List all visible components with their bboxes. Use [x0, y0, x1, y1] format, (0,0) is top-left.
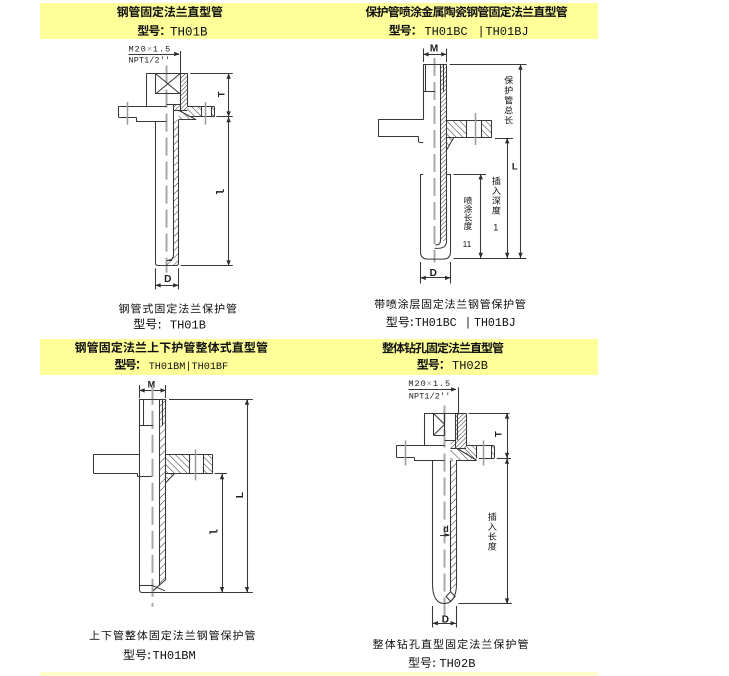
svg-text:l: l — [216, 188, 228, 195]
svg-text::: : — [431, 657, 438, 671]
svg-text:D: D — [164, 274, 171, 285]
svg-text::: : — [408, 316, 415, 330]
svg-text:l: l — [210, 528, 222, 535]
svg-text:L: L — [235, 492, 246, 498]
svg-text:D: D — [442, 614, 449, 625]
svg-text::: : — [146, 649, 153, 663]
svg-text:TH01BJ: TH01BJ — [474, 317, 516, 330]
svg-text:NPT1/2'': NPT1/2'' — [409, 392, 451, 402]
svg-text:|: | — [478, 25, 485, 39]
svg-text:|: | — [465, 317, 472, 330]
svg-text:M: M — [148, 379, 156, 389]
svg-text:T: T — [493, 431, 504, 437]
svg-text:TH01B: TH01B — [170, 25, 208, 39]
svg-text:TH01BM|TH01BF: TH01BM|TH01BF — [149, 361, 228, 373]
svg-text:M: M — [430, 44, 438, 55]
svg-text:M20×1.5: M20×1.5 — [408, 379, 451, 389]
svg-text:TH01BC: TH01BC — [415, 317, 457, 330]
svg-text:TH01BC: TH01BC — [424, 25, 467, 39]
svg-text:TH02B: TH02B — [452, 359, 488, 373]
svg-text:TH02B: TH02B — [439, 657, 475, 671]
svg-text:11: 11 — [463, 239, 472, 249]
svg-text:M20×1.5: M20×1.5 — [129, 44, 172, 54]
svg-text:d: d — [443, 524, 449, 534]
svg-text:TH01B: TH01B — [170, 318, 206, 332]
svg-text:TH01BM: TH01BM — [153, 649, 196, 663]
svg-text:T: T — [217, 91, 228, 97]
svg-text:TH01BJ: TH01BJ — [485, 25, 528, 39]
svg-text::: : — [156, 318, 163, 332]
svg-text:D: D — [430, 268, 437, 279]
svg-text:NPT1/2'': NPT1/2'' — [129, 55, 171, 65]
svg-text:1: 1 — [493, 223, 498, 234]
svg-text:L: L — [512, 161, 518, 172]
